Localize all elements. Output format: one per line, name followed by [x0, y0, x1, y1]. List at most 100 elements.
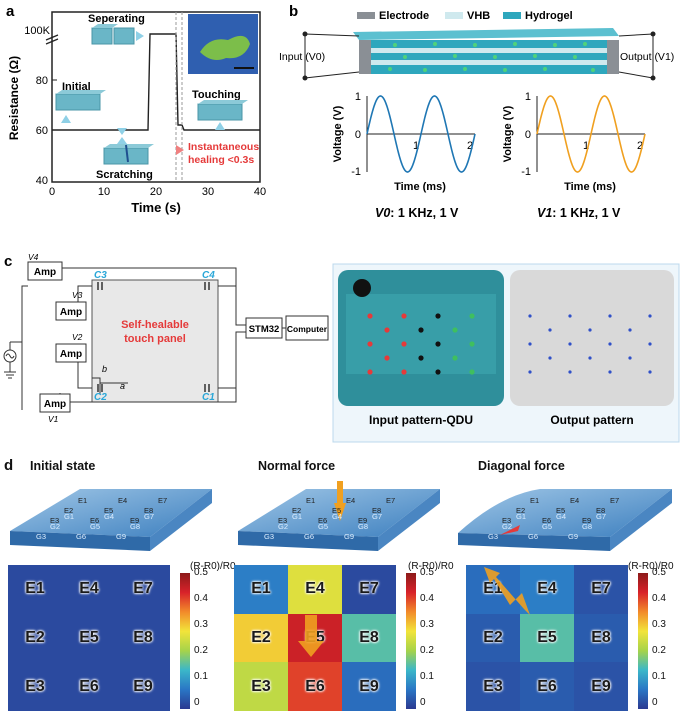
- input-dot: [435, 341, 441, 347]
- heatmap-cell-e5: E5: [520, 613, 574, 663]
- svg-text:0: 0: [355, 129, 361, 141]
- iso-electrode-label: E9: [130, 516, 139, 525]
- b2-y-label: Voltage (V): [502, 105, 514, 162]
- hydrogel-device: [353, 28, 619, 74]
- iso-electrode-label: E2: [516, 506, 525, 515]
- output-dot: [588, 356, 592, 360]
- output-dot: [628, 356, 632, 360]
- panel-label-c: c: [4, 253, 12, 270]
- panel-a: a 40 60 80 100K 0 10 20 30 40 Time (s) R…: [0, 0, 275, 215]
- panel-c: c Amp Amp Am: [0, 250, 685, 445]
- amplifiers: Amp Amp Amp Amp: [27, 261, 87, 413]
- cbar-tick: 0.2: [652, 645, 666, 656]
- output-dot: [588, 328, 592, 332]
- iso-grid-label: G5: [318, 522, 328, 531]
- iso-grid-label: G8: [582, 522, 592, 531]
- output-dot: [528, 314, 532, 318]
- cap-c2: C2: [94, 392, 107, 403]
- iso-grid-label: G7: [372, 512, 382, 521]
- heatmap-cell-e8: E8: [116, 613, 170, 663]
- state-seperating: Seperating: [88, 13, 145, 25]
- y-axis-label: Resistance (Ω): [7, 56, 21, 140]
- dim-a: a: [120, 381, 125, 391]
- heatmap-cell-e2: E2: [8, 613, 62, 663]
- input-dot: [435, 369, 441, 375]
- heatmap-cell-e5: E5: [62, 613, 116, 663]
- iso-grid-label: G7: [144, 512, 154, 521]
- output-dot: [568, 314, 572, 318]
- iso-grid-label: G6: [304, 532, 314, 541]
- stm32-box: [245, 317, 283, 339]
- input-dot: [452, 327, 458, 333]
- computer-label: Computer: [287, 324, 328, 334]
- iso-electrode-label: E6: [90, 516, 99, 525]
- v3-label: V3: [72, 290, 83, 300]
- cbar-tick: 0: [652, 697, 658, 708]
- output-dot: [648, 314, 652, 318]
- plot-frame: [51, 11, 261, 183]
- iso-grid-label: G1: [516, 512, 526, 521]
- iso-electrode-label: E1: [530, 496, 539, 505]
- x-axis-label: Time (s): [131, 200, 181, 215]
- output-caption: V1: 1 KHz, 1 V: [537, 206, 621, 220]
- panel-label-a: a: [6, 3, 15, 20]
- colorbar-diagonal: [638, 573, 648, 709]
- heatmap-cell-e6: E6: [288, 662, 342, 711]
- cbar-tick: 0.5: [420, 567, 434, 578]
- panel-d: d Initial state Normal force Diagonal fo…: [0, 455, 685, 713]
- resistance-chart: a 40 60 80 100K 0 10 20 30 40 Time (s) R…: [6, 3, 266, 215]
- iso-electrode-label: E5: [332, 506, 341, 515]
- output-wave-series: [536, 95, 646, 173]
- output-dot: [568, 342, 572, 346]
- output-pattern-photo: [510, 270, 674, 406]
- input-dot: [418, 327, 424, 333]
- heatmap-cell-e9: E9: [116, 662, 170, 711]
- iso-electrode-label: E8: [144, 506, 153, 515]
- iso-grid-label: G9: [344, 532, 354, 541]
- iso-electrode-label: E6: [542, 516, 551, 525]
- x-tick-20: 20: [150, 186, 162, 198]
- cbar-label-normal: (R-R0)/R0: [408, 561, 454, 572]
- svg-text:-1: -1: [351, 166, 361, 178]
- input-dot: [469, 341, 475, 347]
- heatmap-cell-e7: E7: [574, 565, 628, 614]
- heatmap-cell-e1: E1: [8, 565, 62, 614]
- heatmap-cell-e7: E7: [116, 565, 170, 614]
- cbar-tick: 0.1: [194, 671, 208, 682]
- iso-electrode-label: E1: [306, 496, 315, 505]
- output-dot: [608, 370, 612, 374]
- iso-grid-label: G4: [104, 512, 114, 521]
- cbar-tick: 0.1: [652, 671, 666, 682]
- iso-grid-label: G2: [278, 522, 288, 531]
- iso-electrode-label: E3: [502, 516, 511, 525]
- iso-grid-label: G6: [528, 532, 538, 541]
- force-arrows: [298, 567, 530, 657]
- heatmap-cell-e4: E4: [520, 565, 574, 614]
- input-dot: [469, 369, 475, 375]
- output-dot: [528, 342, 532, 346]
- input-dot: [435, 313, 441, 319]
- touch-panel: [91, 279, 219, 403]
- iso-electrode-label: E8: [372, 506, 381, 515]
- title-diagonal: Diagonal force: [478, 459, 565, 473]
- y-tick-60: 60: [36, 125, 48, 137]
- input-pattern-caption: Input pattern-QDU: [369, 413, 473, 427]
- cap-c3: C3: [94, 270, 107, 281]
- gel-blocks: [55, 24, 248, 165]
- iso-electrode-label: E7: [610, 496, 619, 505]
- input-wave-series: [366, 95, 476, 173]
- panel-label-d: d: [4, 457, 14, 474]
- iso-grid-label: G1: [292, 512, 302, 521]
- input-dot: [367, 341, 373, 347]
- panel-label-b: b: [289, 3, 298, 20]
- input-dot: [367, 313, 373, 319]
- cap-c4: C4: [202, 270, 215, 281]
- state-touching: Touching: [192, 89, 241, 101]
- cbar-label-diagonal: (R-R0)/R0: [628, 561, 674, 572]
- iso-grid-label: G1: [64, 512, 74, 521]
- cbar-tick: 0: [420, 697, 426, 708]
- iso-grid-label: G6: [76, 532, 86, 541]
- y-tick-80: 80: [36, 75, 48, 87]
- heatmap-cell-e2: E2: [234, 613, 288, 663]
